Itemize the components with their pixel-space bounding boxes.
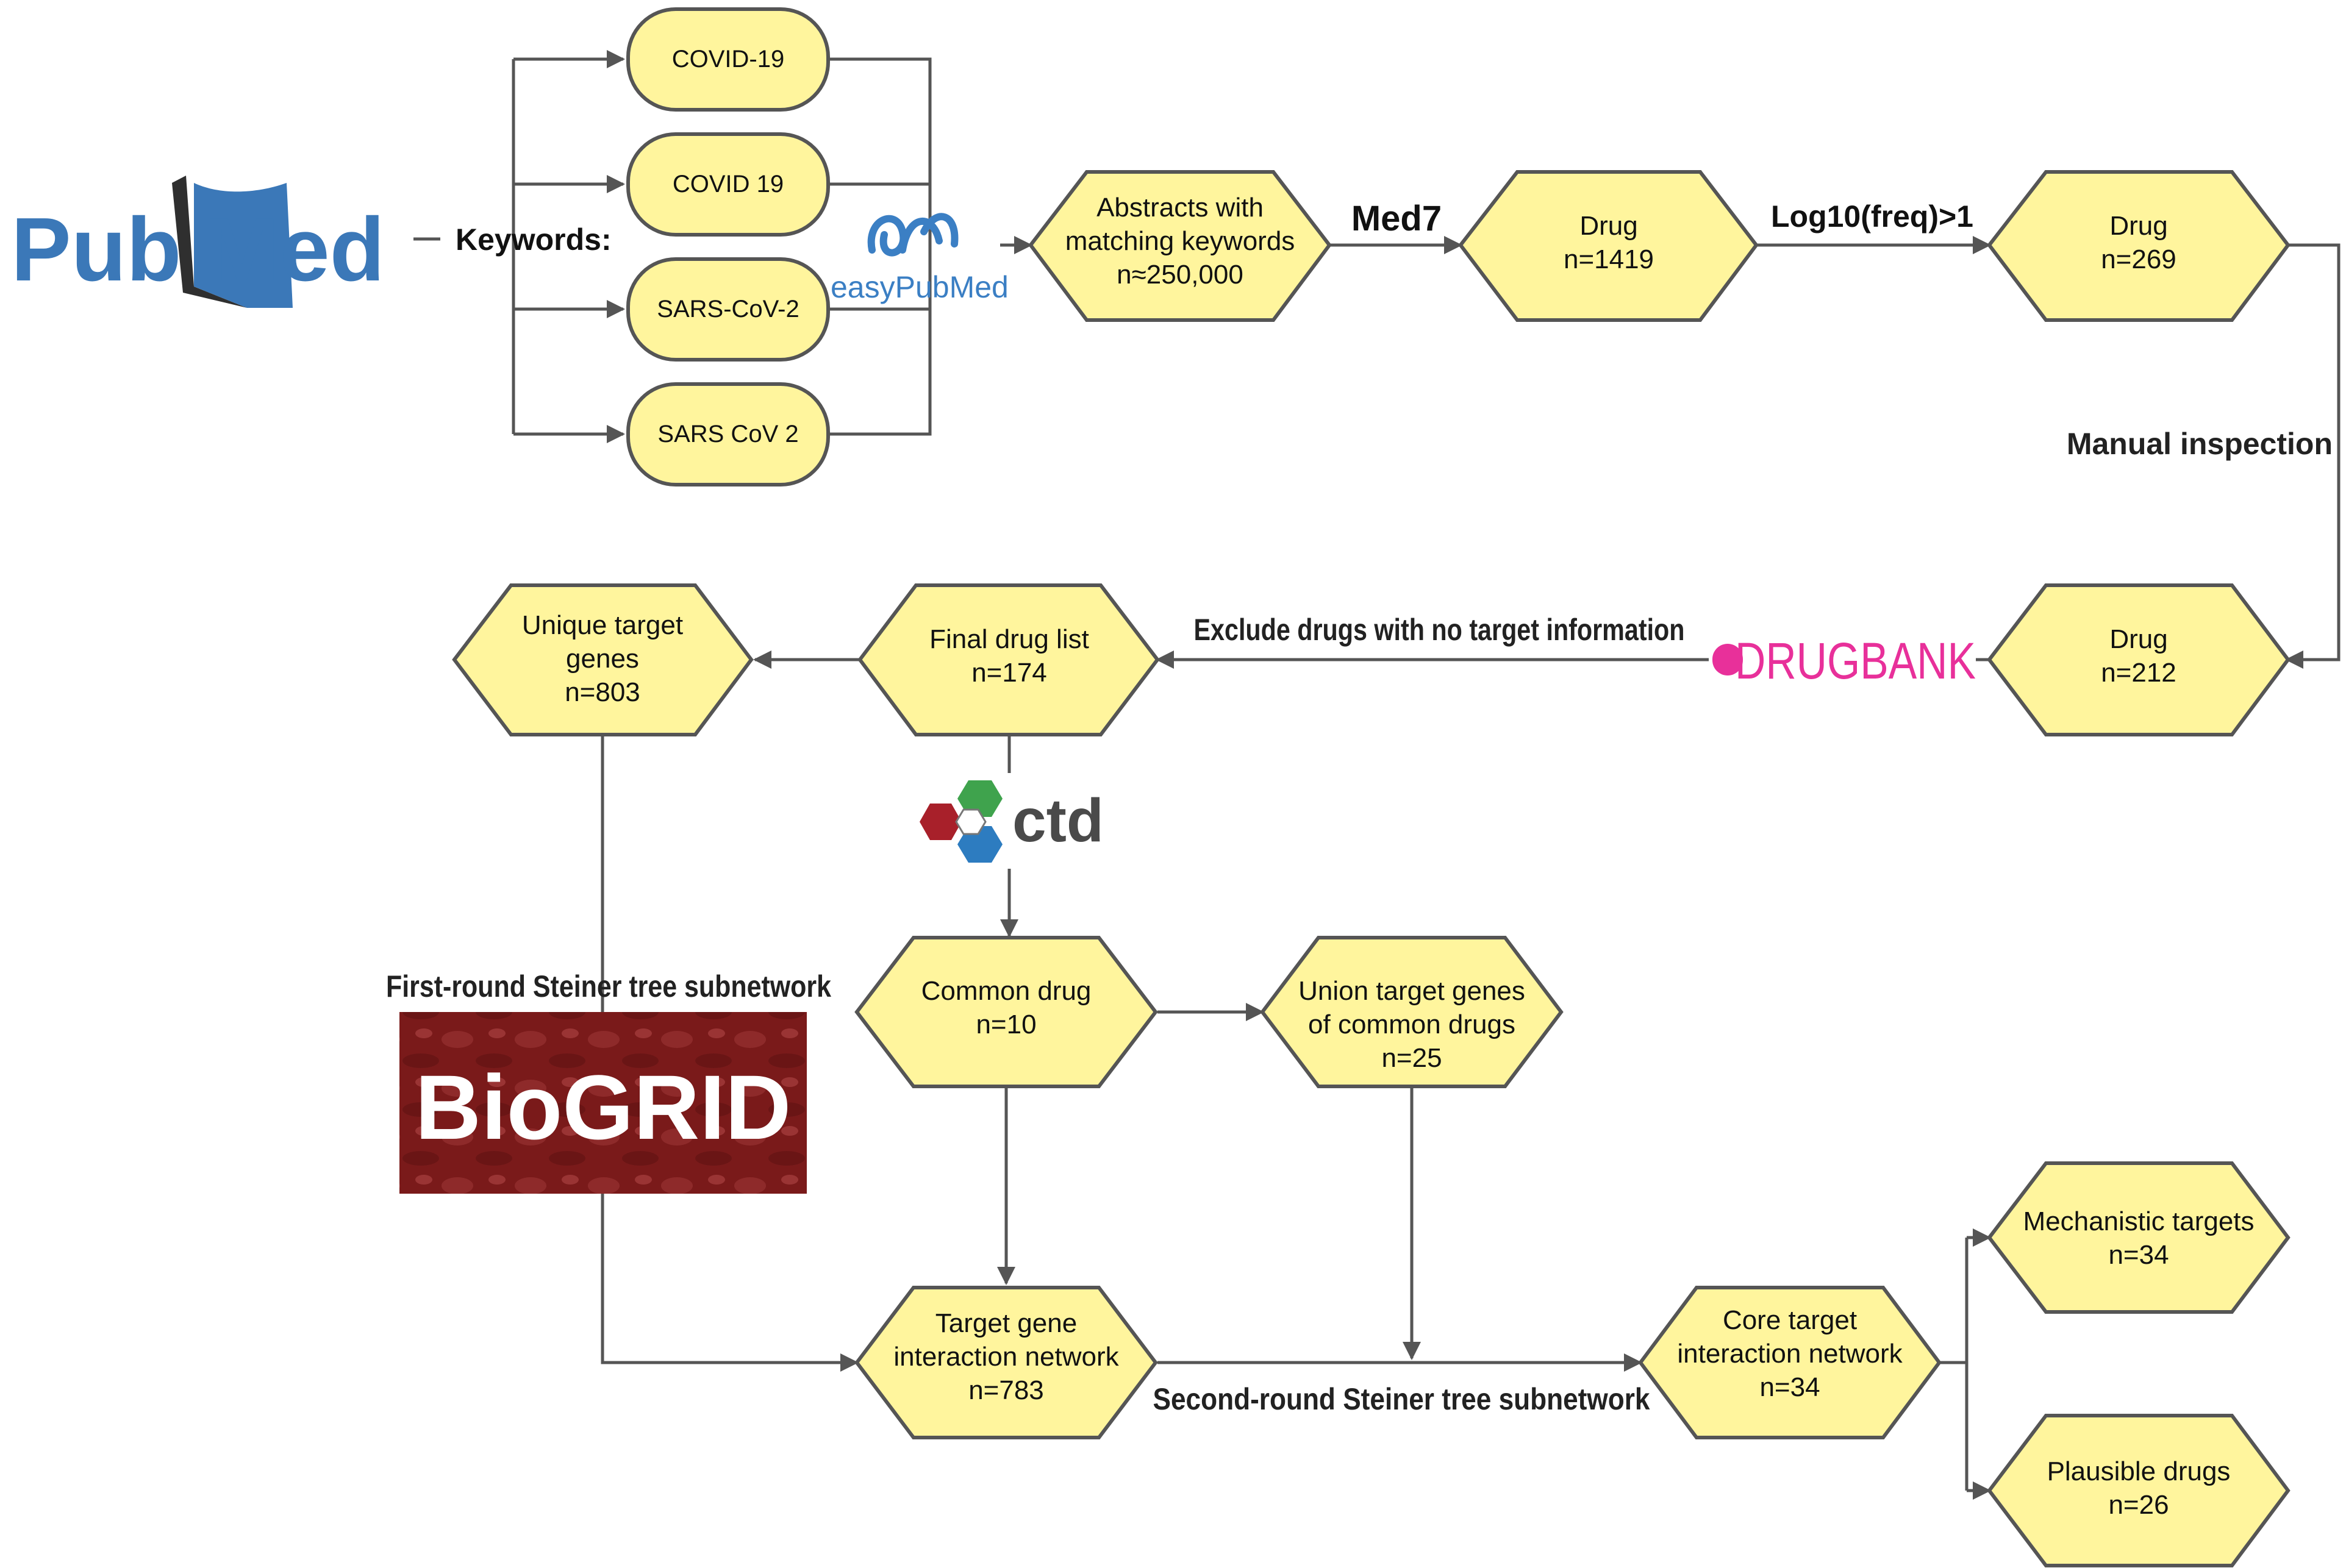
easypubmed-logo: easyPubMed (831, 213, 1009, 304)
pill-sars-cov-2-space: SARS CoV 2 (626, 382, 830, 486)
node-line: n=174 (971, 658, 1047, 688)
edge-core-split (1939, 1238, 1969, 1491)
node-core-target-network: Core target interaction network n=34 (1638, 1286, 1942, 1439)
node-line: n=1419 (1564, 244, 1654, 274)
pubmed-book-icon (172, 176, 247, 308)
edge-labels: Keywords: Med7 Log10(freq)>1 Manual insp… (386, 199, 2333, 1416)
pubmed-logo: Pub Med (11, 176, 385, 308)
label-second-round: Second-round Steiner tree subnetwork (1153, 1382, 1650, 1416)
node-drug-1419: Drug n=1419 (1458, 170, 1759, 322)
node-union-target-genes: Union target genes of common drugs n=25 (1260, 936, 1564, 1088)
pill-sars-cov-2: SARS-CoV-2 (626, 257, 830, 362)
node-line: Mechanistic targets (2023, 1206, 2254, 1236)
keywords-label: Keywords: (456, 223, 612, 257)
node-line: n≈250,000 (1117, 260, 1243, 290)
node-common-drug: Common drug n=10 (854, 936, 1158, 1088)
node-line: Drug (2109, 211, 2167, 241)
pill-label: SARS-CoV-2 (657, 296, 799, 323)
ctd-hex-blue-icon (957, 826, 1003, 863)
drugbank-logo: DRUGBANK (1712, 632, 1976, 690)
label-log-filter: Log10(freq)>1 (1771, 199, 1973, 233)
ctd-label: ctd (1012, 786, 1104, 855)
node-line: n=783 (968, 1375, 1044, 1405)
node-target-gene-network: Target gene interaction network n=783 (854, 1286, 1158, 1439)
pubmed-logo-pub: Pub (11, 199, 182, 300)
node-abstracts: Abstracts with matching keywords n≈250,0… (1028, 170, 1332, 322)
ctd-hex-red-icon (920, 804, 962, 840)
node-line: n=10 (976, 1010, 1036, 1039)
node-line: n=34 (1759, 1372, 1820, 1402)
edge-manual-inspection (2285, 243, 2341, 669)
node-line: Drug (2109, 624, 2167, 654)
node-line: Unique target (522, 610, 683, 640)
node-line: interaction network (893, 1342, 1119, 1372)
pill-label: COVID-19 (672, 46, 785, 73)
label-med7: Med7 (1351, 199, 1442, 238)
drugbank-capsule-icon (1712, 644, 1743, 675)
node-line: Drug (1579, 211, 1637, 241)
node-drug-269: Drug n=269 (1987, 170, 2291, 322)
pill-label: COVID 19 (673, 171, 784, 198)
node-line: n=34 (2108, 1240, 2169, 1270)
node-line: Union target genes (1298, 976, 1525, 1006)
node-final-drug-list: Final drug list n=174 (857, 583, 1160, 736)
pill-label: SARS CoV 2 (657, 421, 798, 447)
node-line: Core target (1723, 1305, 1857, 1335)
node-line: matching keywords (1065, 226, 1295, 256)
node-line: n=803 (565, 677, 640, 707)
hexagon-nodes: Abstracts with matching keywords n≈250,0… (452, 170, 2291, 1567)
node-plausible-drugs: Plausible drugs n=26 (1987, 1414, 2291, 1567)
keyword-right-bracket (828, 57, 932, 436)
node-line: n=25 (1381, 1043, 1442, 1073)
node-line: Common drug (921, 976, 1092, 1006)
label-exclude-drugs: Exclude drugs with no target information (1194, 613, 1685, 647)
node-line: Plausible drugs (2047, 1456, 2231, 1486)
biogrid-label: BioGRID (415, 1056, 792, 1158)
pubmed-logo-med: Med (204, 199, 385, 300)
ctd-hex-center-icon (955, 808, 987, 835)
node-mechanistic-targets: Mechanistic targets n=34 (1987, 1161, 2291, 1314)
drugbank-label: DRUGBANK (1735, 632, 1976, 690)
easypubmed-label: easyPubMed (831, 270, 1009, 304)
edges (413, 50, 2341, 1500)
keyword-pills: COVID-19 COVID 19 SARS-CoV-2 SARS CoV 2 (626, 7, 830, 486)
node-drug-212: Drug n=212 (1987, 583, 2291, 736)
node-line: n=212 (2101, 658, 2176, 688)
node-line: Abstracts with (1096, 193, 1264, 223)
node-line: n=26 (2108, 1490, 2169, 1520)
pill-covid-19-space: COVID 19 (626, 132, 830, 237)
node-line: Target gene (935, 1308, 1077, 1338)
node-line: n=269 (2101, 244, 2176, 274)
edge-biogrid-to-network (601, 1194, 859, 1372)
biogrid-background (399, 1012, 807, 1194)
node-line: interaction network (1677, 1339, 1903, 1369)
ctd-logo: ctd (920, 780, 1104, 863)
node-line: of common drugs (1308, 1010, 1515, 1039)
label-manual-inspection: Manual inspection (2067, 427, 2333, 461)
node-unique-target-genes: Unique target genes n=803 (452, 583, 754, 736)
easypubmed-wave-icon (867, 213, 959, 257)
node-line: genes (566, 644, 639, 674)
pill-covid-19: COVID-19 (626, 7, 830, 112)
node-line: Final drug list (929, 624, 1089, 654)
pubmed-book-page (194, 183, 293, 308)
label-first-round: First-round Steiner tree subnetwork (386, 969, 831, 1003)
biogrid-logo: BioGRID (399, 1012, 807, 1194)
ctd-hex-green-icon (957, 780, 1003, 817)
